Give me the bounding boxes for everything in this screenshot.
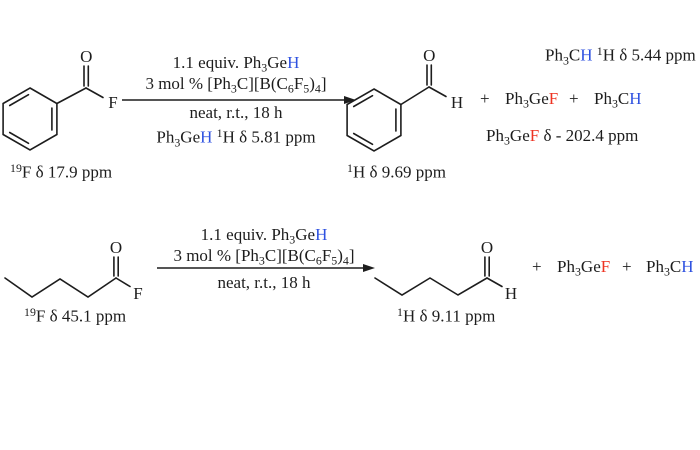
benzene-ring bbox=[346, 88, 402, 152]
hydrogen-atom-label: H bbox=[451, 93, 463, 112]
oxygen-atom-label: O bbox=[80, 47, 92, 66]
byproduct-ph3ch: Ph3CH bbox=[594, 89, 642, 111]
pentanal-structure: O H bbox=[374, 238, 517, 303]
plus-sign: + bbox=[480, 89, 490, 108]
product2-nmr-shift: 1H δ 9.11 ppm bbox=[397, 305, 496, 326]
oxygen-atom-label: O bbox=[481, 238, 493, 257]
aromatic-double-bond bbox=[8, 93, 30, 107]
alkyl-chain bbox=[374, 277, 488, 296]
reaction1-germane-nmr-note: Ph3GeH 1H δ 5.81 ppm bbox=[156, 126, 316, 150]
aromatic-double-bond bbox=[352, 94, 374, 108]
aromatic-double-bond bbox=[352, 132, 374, 146]
c-c-bond bbox=[400, 86, 430, 106]
reaction1-conditions-solvent: neat, r.t., 18 h bbox=[189, 103, 283, 122]
plus-sign: + bbox=[532, 257, 542, 276]
fluorine-atom-label: F bbox=[108, 93, 117, 112]
c-f-bond bbox=[115, 277, 131, 288]
plus-sign: + bbox=[569, 89, 579, 108]
oxygen-atom-label: O bbox=[423, 46, 435, 65]
c-c-bond bbox=[56, 87, 87, 105]
benzoyl-fluoride-structure: O F bbox=[2, 47, 118, 151]
reactant2-nmr-shift: 19F δ 45.1 ppm bbox=[24, 305, 127, 326]
c-f-bond bbox=[85, 87, 104, 99]
reaction1-arrow bbox=[122, 96, 356, 104]
reaction1-conditions-equiv: 1.1 equiv. Ph3GeH bbox=[172, 53, 300, 75]
pentanoyl-fluoride-structure: O F bbox=[4, 238, 143, 303]
c-h-bond bbox=[486, 277, 503, 288]
reaction2-conditions-catalyst: 3 mol % [Ph3C][B(C6F5)4] bbox=[173, 246, 355, 268]
fluorine-atom-label: F bbox=[133, 284, 142, 303]
hydrogen-atom-label: H bbox=[505, 284, 517, 303]
benzaldehyde-structure: O H bbox=[346, 46, 463, 152]
reactant1-nmr-shift: 19F δ 17.9 ppm bbox=[10, 161, 113, 182]
oxygen-atom-label: O bbox=[110, 238, 122, 257]
reaction2-conditions-equiv: 1.1 equiv. Ph3GeH bbox=[200, 225, 328, 247]
aromatic-double-bond bbox=[8, 131, 30, 145]
germyl-fluoride-nmr-note: Ph3GeF δ - 202.4 ppm bbox=[486, 126, 639, 148]
byproduct-ph3gef: Ph3GeF bbox=[557, 257, 611, 279]
product1-nmr-shift: 1H δ 9.69 ppm bbox=[347, 161, 446, 182]
trityl-ch-nmr-note: Ph3CH 1H δ 5.44 ppm bbox=[545, 44, 696, 68]
reaction2-arrow bbox=[157, 264, 375, 272]
reaction2-conditions-solvent: neat, r.t., 18 h bbox=[217, 273, 311, 292]
benzene-ring bbox=[2, 87, 58, 151]
reaction1-conditions-catalyst: 3 mol % [Ph3C][B(C6F5)4] bbox=[145, 74, 327, 96]
c-h-bond bbox=[428, 86, 447, 98]
alkyl-chain bbox=[4, 277, 117, 298]
byproduct-ph3gef: Ph3GeF bbox=[505, 89, 559, 111]
plus-sign: + bbox=[622, 257, 632, 276]
byproduct-ph3ch: Ph3CH bbox=[646, 257, 694, 279]
